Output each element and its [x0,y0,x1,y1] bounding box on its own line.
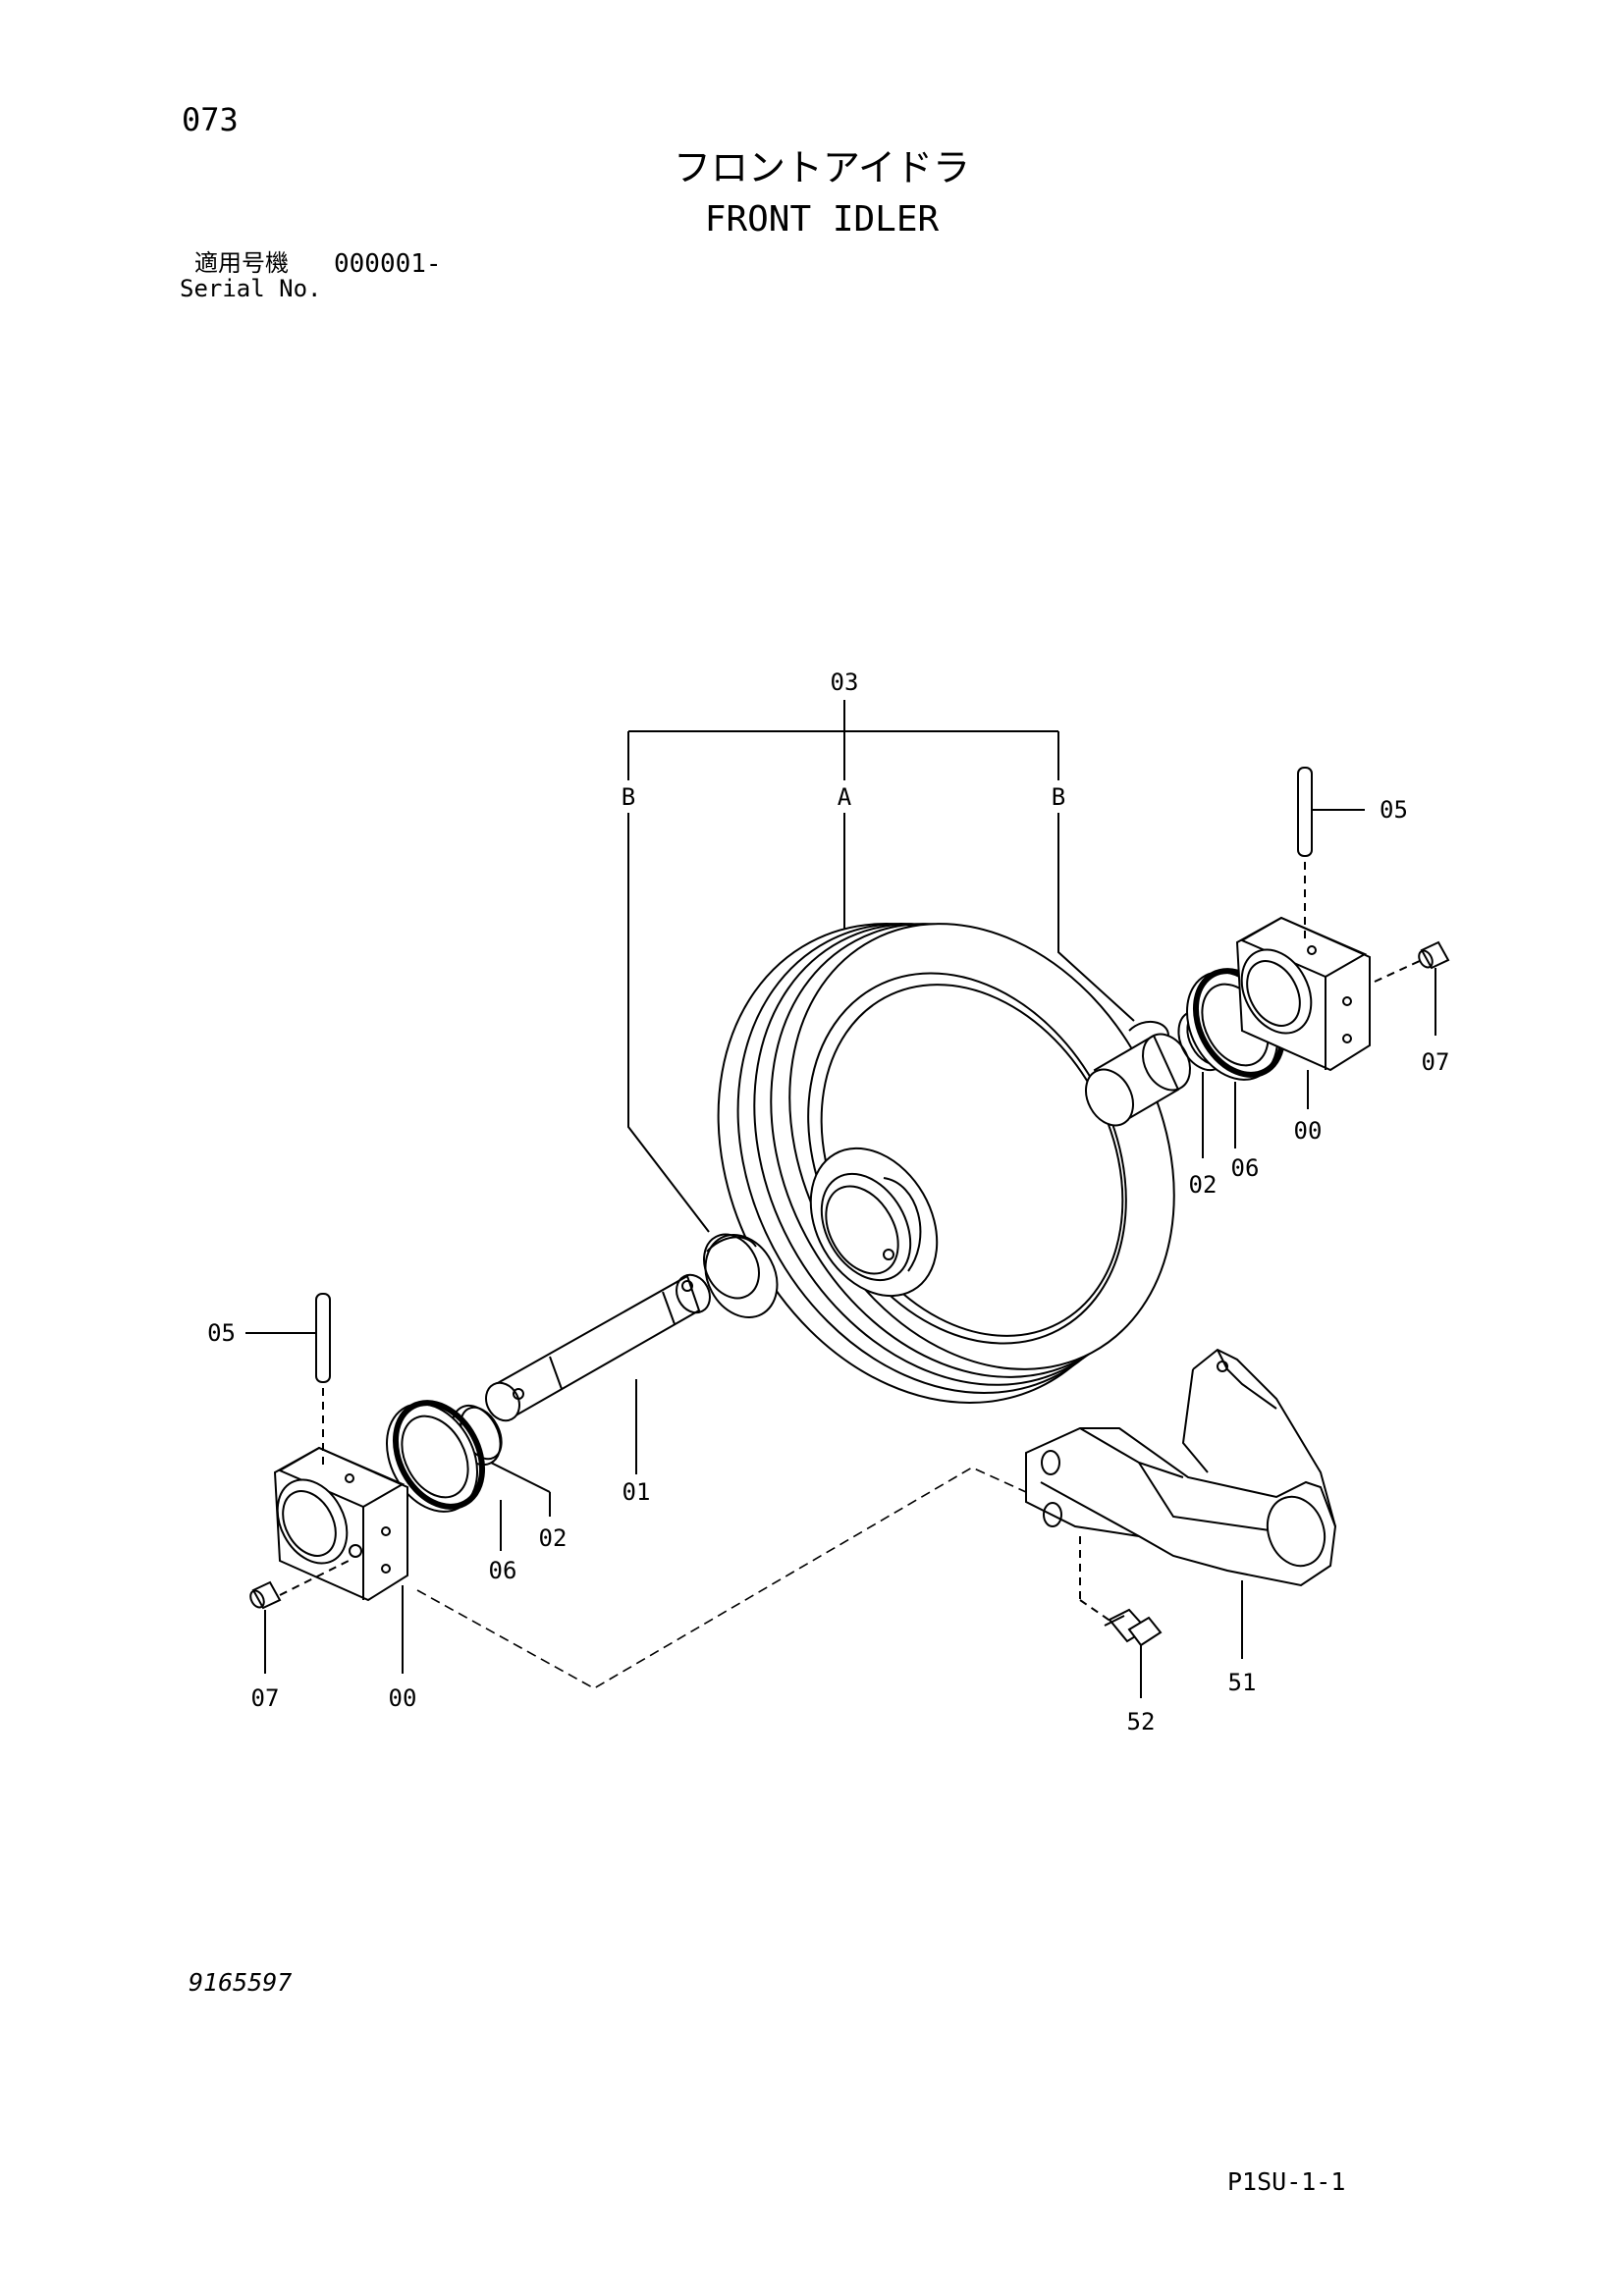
serial-label-english: Serial No. [180,275,322,302]
left-pin-05 [245,1293,331,1470]
idler-shaft [485,1233,779,1422]
callout-51: 51 [1228,1669,1257,1696]
serial-label-japanese: 適用号機 [194,249,289,277]
callout-05-right: 05 [1380,796,1408,824]
bolt-52 [1079,1536,1163,1698]
right-plug-07 [1374,940,1450,1036]
page-number: 073 [182,101,239,138]
callout-02-left: 02 [539,1524,568,1552]
idler-wheel [717,923,1175,1404]
right-bracket-00 [1235,916,1371,1072]
callout-00-right: 00 [1294,1117,1323,1145]
right-bushing [1085,1021,1191,1127]
left-bracket-00 [273,1446,408,1674]
left-seal-06 [385,1400,502,1551]
yoke [1025,1348,1337,1659]
title-english: FRONT IDLER [704,199,940,240]
callout-01: 01 [623,1478,651,1506]
assembly-bracket-lines [627,700,1135,1233]
right-pin-05 [1297,767,1365,940]
callout-52: 52 [1127,1708,1156,1735]
right-leaders [1202,1070,1309,1158]
sheet-id: P1SU-1-1 [1227,2167,1346,2196]
callout-05-left: 05 [207,1319,236,1347]
title-japanese: フロントアイドラ [673,146,971,189]
callout-00-left: 00 [389,1684,417,1712]
serial-value: 000001- [334,249,442,279]
assembly-dashed-line [416,1467,1027,1689]
callout-b-left: B [622,783,635,811]
drawing-number: 9165597 [189,1968,293,1997]
left-plug-07 [249,1560,350,1674]
callout-06-left: 06 [489,1557,517,1584]
callout-06-right: 06 [1231,1154,1260,1182]
callout-a: A [838,783,852,811]
callout-b-right: B [1052,783,1065,811]
callout-03: 03 [831,668,859,696]
callout-02-right: 02 [1189,1171,1218,1199]
callout-07-right: 07 [1422,1048,1450,1076]
callout-07-left: 07 [251,1684,280,1712]
